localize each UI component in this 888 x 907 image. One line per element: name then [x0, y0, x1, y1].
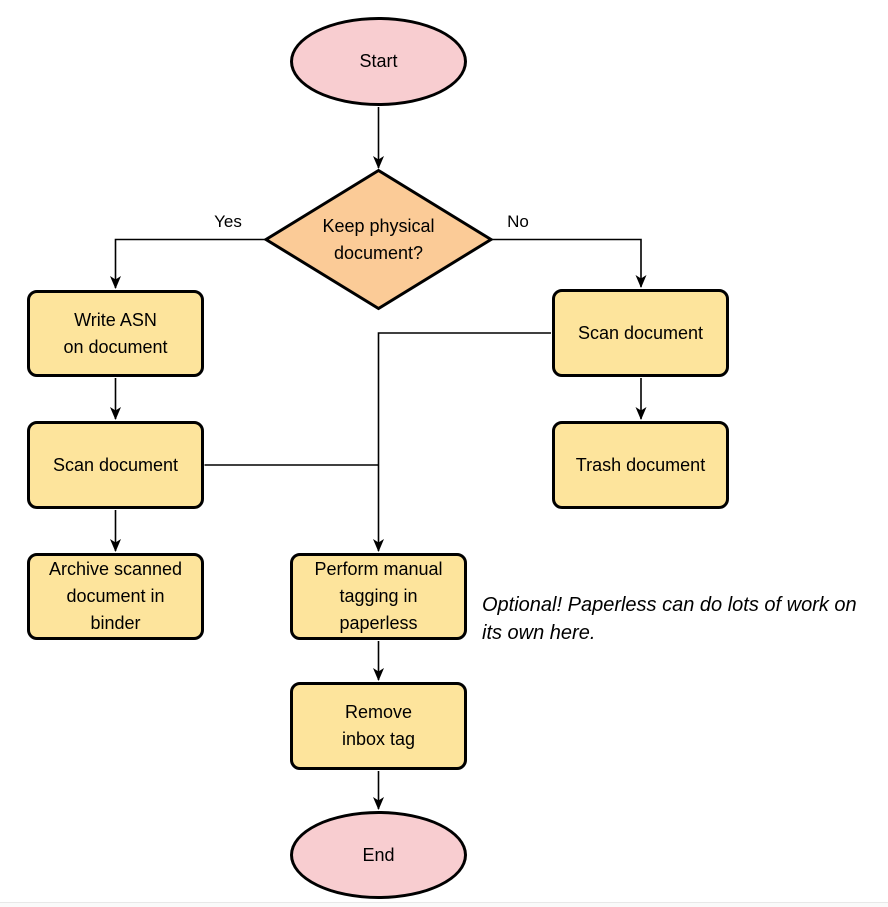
scan-document-right-node-label: Scan document	[577, 322, 704, 343]
edge-decision-scan-right	[492, 238, 647, 288]
decision-diamond-shape	[263, 168, 494, 311]
edge-label-yes: Yes	[214, 212, 242, 231]
tagging-node: Perform manual tagging in paperless	[290, 553, 467, 640]
trash-node-label: Trash document	[575, 454, 706, 475]
scan-document-right-node: Scan document	[552, 289, 729, 377]
decision-node-label: Keep physical document?	[322, 215, 435, 263]
end-node: End	[290, 811, 467, 899]
scan-document-left-node: Scan document	[27, 421, 204, 509]
start-node: Start	[290, 17, 467, 106]
note-text: Optional! Paperless can do lots of work …	[482, 594, 857, 644]
archive-node-label: Archive scanned document in binder	[48, 559, 183, 633]
write-asn-node: Write ASN on document	[27, 290, 204, 377]
scan-document-left-node-label: Scan document	[52, 454, 179, 475]
write-asn-node-label: Write ASN on document	[63, 309, 168, 357]
trash-node: Trash document	[552, 421, 729, 509]
tagging-node-label: Perform manual tagging in paperless	[314, 559, 443, 633]
end-node-label: End	[362, 844, 395, 865]
decision-node: Keep physical document?	[296, 212, 461, 267]
edge-label-no: No	[507, 212, 529, 231]
remove-inbox-tag-node: Remove inbox tag	[290, 682, 467, 770]
remove-inbox-tag-node-label: Remove inbox tag	[341, 702, 416, 749]
archive-node: Archive scanned document in binder	[27, 553, 204, 640]
edge-decision-write-asn	[110, 238, 265, 289]
edge-scan-right-tagging	[373, 332, 551, 552]
page-bottom-divider	[0, 902, 888, 907]
start-node-label: Start	[359, 51, 398, 71]
